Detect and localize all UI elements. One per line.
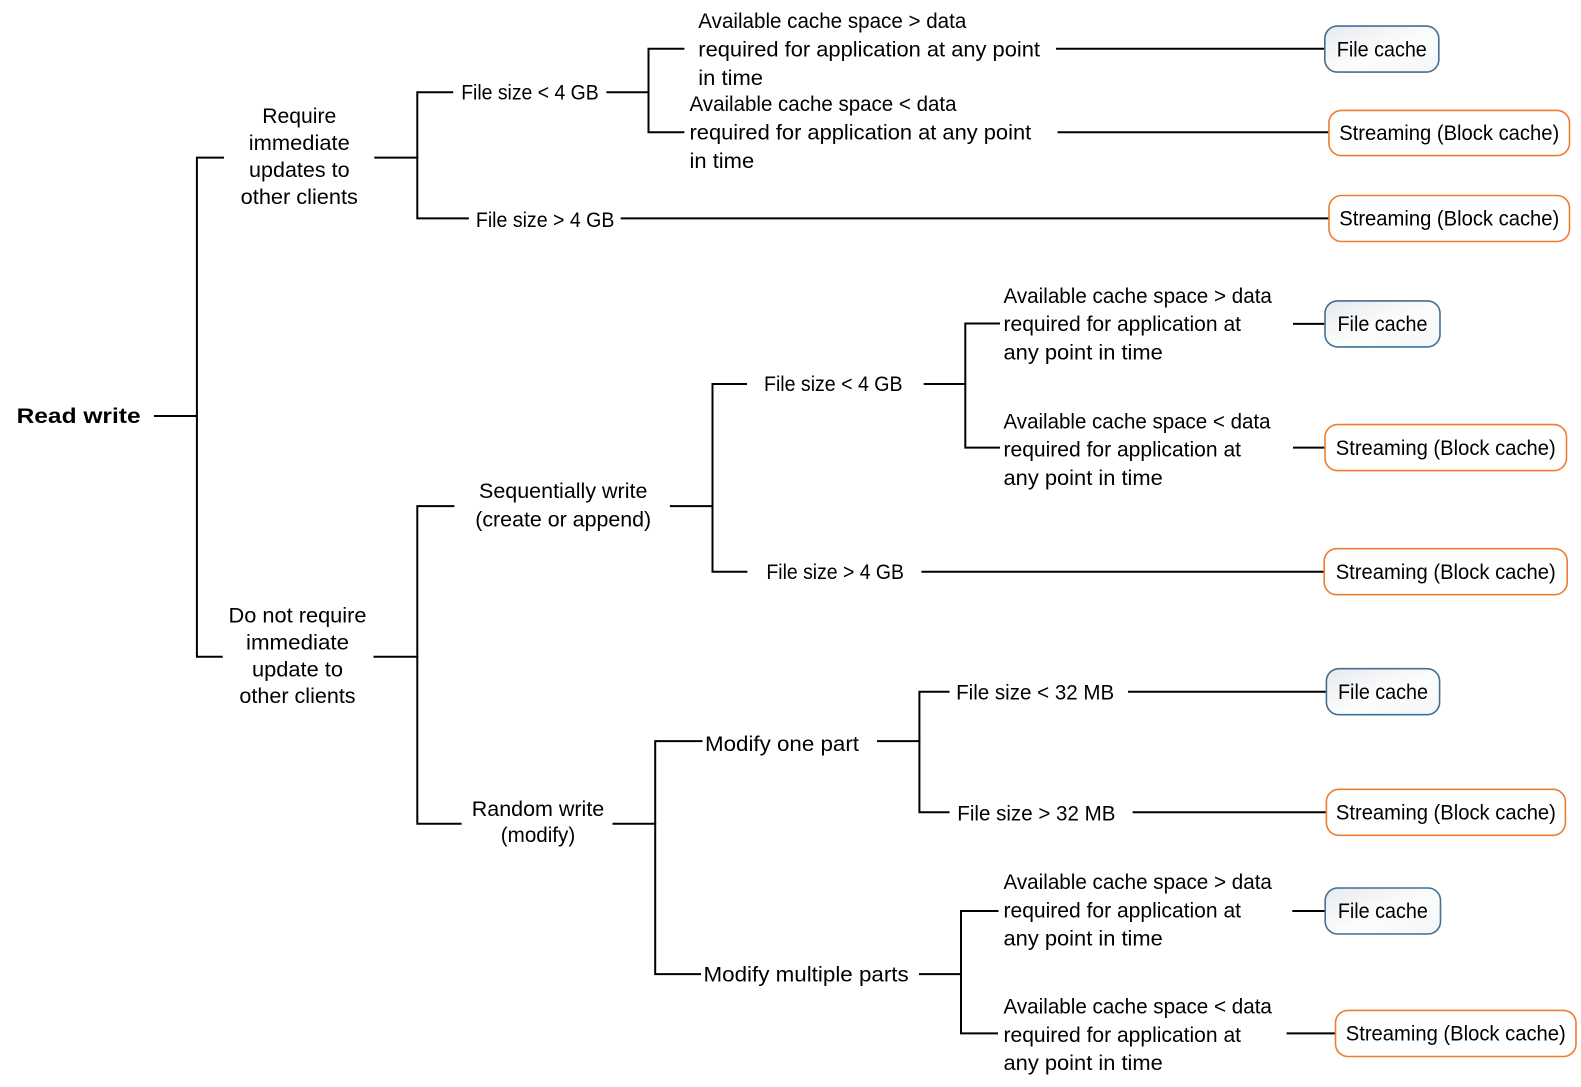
svg-text:required for application at an: required for application at any point	[698, 37, 1040, 61]
svg-text:required for application at: required for application at	[1004, 1023, 1242, 1047]
svg-text:Sequentially write: Sequentially write	[479, 479, 647, 503]
svg-text:updates to: updates to	[249, 158, 350, 182]
svg-text:Modify multiple parts: Modify multiple parts	[704, 962, 909, 986]
svg-text:Do not require: Do not require	[229, 604, 367, 628]
svg-text:Streaming (Block cache): Streaming (Block cache)	[1339, 121, 1559, 145]
svg-text:immediate: immediate	[249, 131, 350, 155]
svg-text:Random write: Random write	[472, 797, 605, 821]
svg-text:required for application at an: required for application at any point	[690, 121, 1032, 145]
svg-text:File size > 32 MB: File size > 32 MB	[957, 802, 1115, 826]
svg-text:Streaming (Block cache): Streaming (Block cache)	[1336, 801, 1556, 825]
svg-text:other clients: other clients	[239, 684, 355, 708]
svg-text:Available cache space > data: Available cache space > data	[1004, 284, 1272, 308]
svg-text:any point in time: any point in time	[1004, 466, 1163, 490]
svg-text:(modify): (modify)	[501, 823, 575, 847]
svg-text:File cache: File cache	[1338, 899, 1428, 923]
svg-text:immediate: immediate	[246, 630, 349, 654]
svg-text:Streaming (Block cache): Streaming (Block cache)	[1336, 560, 1556, 584]
svg-text:any point in time: any point in time	[1004, 927, 1163, 951]
svg-text:required for application at: required for application at	[1004, 898, 1242, 922]
svg-text:Require: Require	[262, 104, 336, 128]
svg-text:Available cache space < data: Available cache space < data	[690, 92, 957, 116]
svg-text:required for application at: required for application at	[1004, 312, 1242, 336]
svg-text:in time: in time	[698, 66, 763, 90]
svg-text:Available cache space > data: Available cache space > data	[1004, 870, 1272, 894]
svg-text:File size > 4 GB: File size > 4 GB	[766, 560, 904, 584]
svg-text:File size < 4 GB: File size < 4 GB	[764, 372, 903, 396]
svg-text:File cache: File cache	[1337, 37, 1427, 61]
svg-text:Streaming (Block cache): Streaming (Block cache)	[1339, 207, 1559, 231]
svg-text:File cache: File cache	[1338, 312, 1428, 336]
svg-text:in time: in time	[690, 149, 755, 173]
svg-text:(create or append): (create or append)	[475, 507, 651, 531]
svg-text:Available cache space < data: Available cache space < data	[1004, 409, 1271, 433]
svg-text:Streaming (Block cache): Streaming (Block cache)	[1346, 1022, 1566, 1046]
svg-text:any point in time: any point in time	[1004, 1051, 1163, 1075]
svg-text:File cache: File cache	[1338, 680, 1428, 704]
svg-text:File size < 4 GB: File size < 4 GB	[461, 80, 599, 104]
svg-text:required for application at: required for application at	[1004, 438, 1242, 462]
svg-text:update to: update to	[252, 657, 343, 681]
svg-text:any point in time: any point in time	[1004, 340, 1163, 364]
svg-text:File size > 4 GB: File size > 4 GB	[476, 208, 615, 232]
svg-text:Read write: Read write	[17, 404, 141, 428]
svg-text:File size < 32 MB: File size < 32 MB	[956, 681, 1114, 705]
svg-text:Available cache space < data: Available cache space < data	[1004, 995, 1272, 1019]
svg-text:Modify one part: Modify one part	[705, 732, 859, 756]
svg-text:Available cache space > data: Available cache space > data	[698, 9, 966, 33]
svg-text:other clients: other clients	[241, 185, 358, 209]
svg-text:Streaming (Block cache): Streaming (Block cache)	[1336, 436, 1556, 460]
